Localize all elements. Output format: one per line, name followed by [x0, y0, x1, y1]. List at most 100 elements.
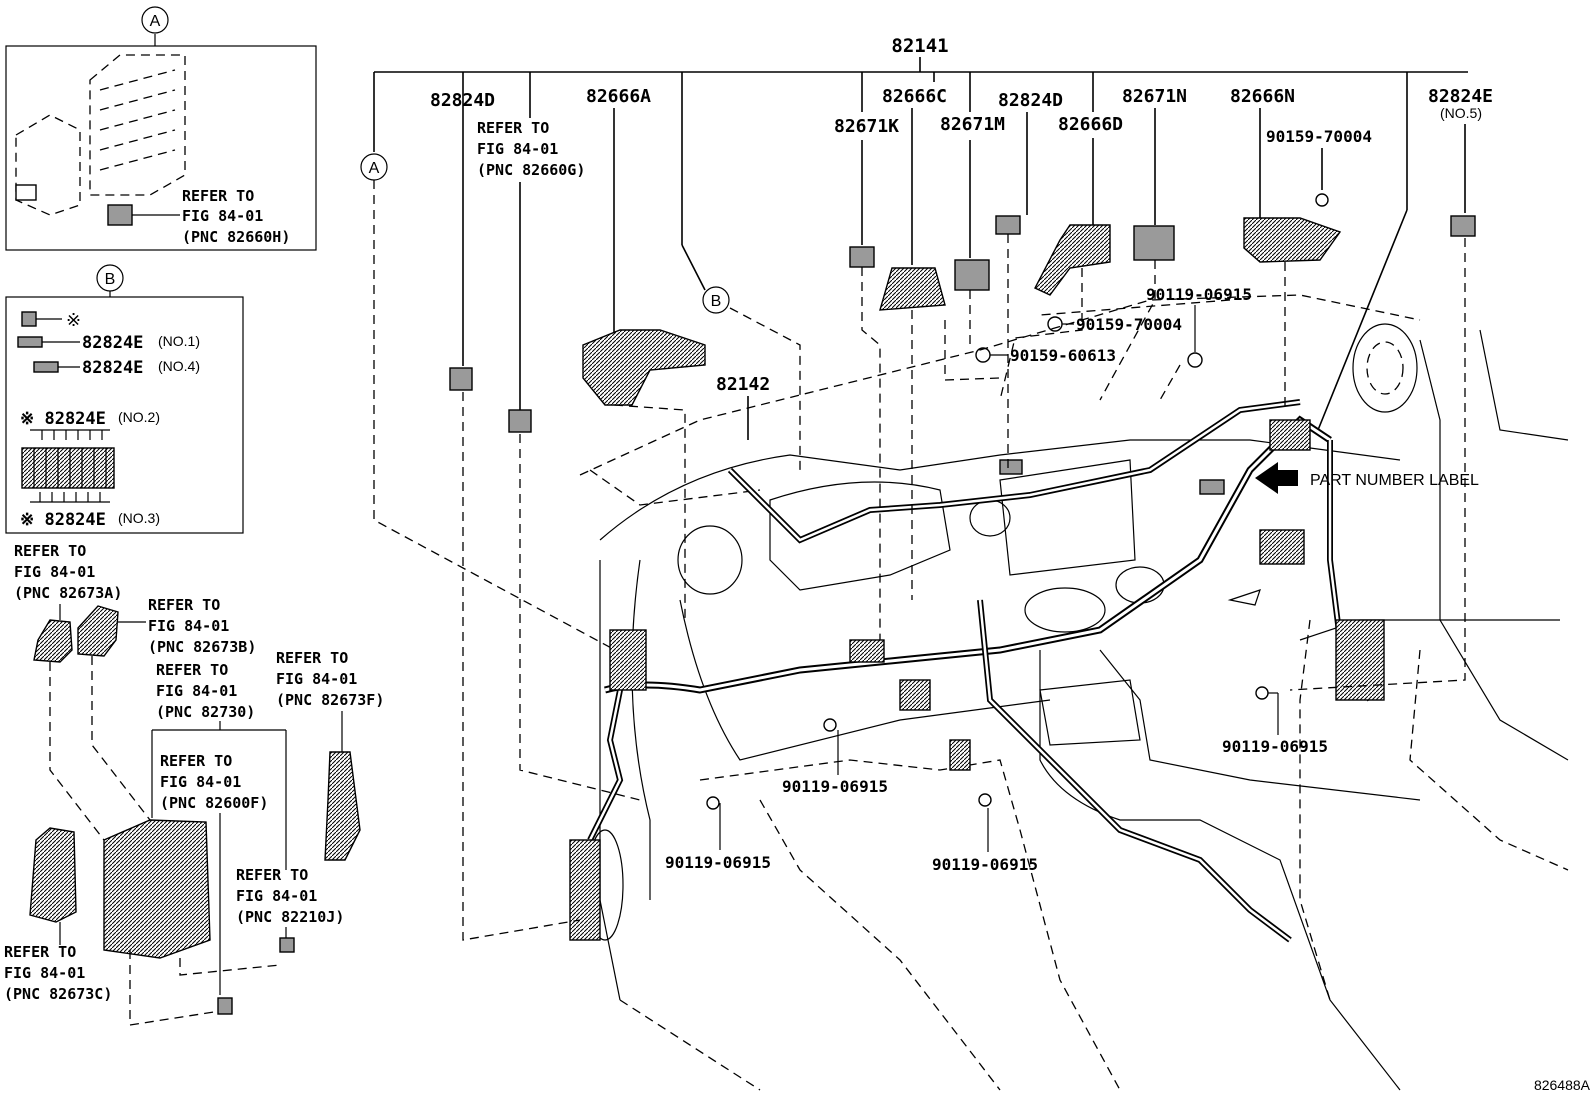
- connector-82671M: [954, 259, 990, 291]
- inset-b-no2-pn: ※ 82824E: [20, 409, 106, 429]
- callout-82666A: 82666A: [586, 86, 651, 107]
- connector-no4-icon: [33, 361, 59, 373]
- relay-82600F-small: [217, 997, 233, 1015]
- marker-a-label: A: [150, 13, 161, 30]
- refer-82730-l1: REFER TO: [156, 661, 228, 679]
- connector-82666A: [582, 329, 706, 406]
- callout-82666N: 82666N: [1230, 86, 1295, 107]
- callout-82666D: 82666D: [1058, 114, 1123, 135]
- marker-a-circle: [141, 6, 169, 34]
- bolt-90119-06915-top: [1187, 352, 1203, 368]
- arrow-left-icon: [1255, 462, 1298, 494]
- connector-82671N: [1133, 225, 1175, 261]
- relay-82210J: [279, 937, 295, 953]
- refer-82600F-l1: REFER TO: [160, 752, 232, 770]
- inset-b-no2-tag: (NO.2): [118, 409, 160, 425]
- marker-b-circle: [96, 264, 124, 292]
- refer-82600F-l2: FIG 84-01: [160, 773, 241, 791]
- refer-82660G-l1: REFER TO: [477, 119, 549, 137]
- dashed-leaders: [462, 234, 1466, 941]
- callout-82671K: 82671K: [834, 116, 899, 137]
- callout-90119-06915-center: 90119-06915: [782, 777, 888, 796]
- bolt-90159-60613: [975, 347, 991, 363]
- refer-82730-l2: FIG 84-01: [156, 682, 237, 700]
- connector-no1-icon: [17, 336, 43, 348]
- inset-a: A REFER TO FIG 84-01 (PNC 82660H): [5, 6, 317, 251]
- refer-82673F-l1: REFER TO: [276, 649, 348, 667]
- bolt-90159-70004: [1315, 193, 1329, 207]
- callout-82141: 82141: [891, 35, 948, 57]
- connector-82666D: [1034, 224, 1111, 296]
- inset-b-no1-tag: (NO.1): [158, 333, 200, 349]
- callout-82666C: 82666C: [882, 86, 947, 107]
- marker-b-label: B: [105, 271, 116, 288]
- refer-82673A-l1: REFER TO: [14, 542, 86, 560]
- refer-82660H-l3: (PNC 82660H): [182, 228, 290, 246]
- marker-b-ref-circle: [702, 286, 730, 314]
- refer-82673B-l3: (PNC 82673B): [148, 638, 256, 656]
- callout-90119-06915-bottom: 90119-06915: [932, 855, 1038, 874]
- connector-82666C: [879, 267, 946, 311]
- refer-82673C-l3: (PNC 82673C): [4, 985, 112, 1003]
- main-harness: [569, 399, 1385, 943]
- refer-82673A-l2: FIG 84-01: [14, 563, 95, 581]
- inset-b-no4-tag: (NO.4): [158, 358, 200, 374]
- bolt-90119-06915-c: [823, 718, 837, 732]
- connector-82660G: [508, 409, 532, 433]
- ecu-82600F: [103, 819, 211, 959]
- refer-82600F-l3: (PNC 82600F): [160, 794, 268, 812]
- callout-82824E-no5: (NO.5): [1440, 105, 1482, 121]
- refer-82673B-l2: FIG 84-01: [148, 617, 229, 635]
- callout-90159-70004-top: 90159-70004: [1266, 127, 1372, 146]
- part-number-label: PART NUMBER LABEL: [1310, 472, 1479, 489]
- refer-82660H-l1: REFER TO: [182, 187, 254, 205]
- callout-82671N: 82671N: [1122, 86, 1187, 107]
- refer-82660G-l2: FIG 84-01: [477, 140, 558, 158]
- inset-b-no1-pn: 82824E: [82, 333, 143, 353]
- bracket-82673F: [324, 751, 361, 861]
- figure-id: 826488A: [1534, 1077, 1591, 1093]
- refer-82673F-l2: FIG 84-01: [276, 670, 357, 688]
- callout-82824E: 82824E: [1428, 86, 1493, 107]
- callout-90119-06915-left: 90119-06915: [665, 853, 771, 872]
- inset-b-no3-tag: (NO.3): [118, 510, 160, 526]
- connector-bank: [21, 429, 115, 503]
- callout-82824D-left: 82824D: [430, 90, 495, 111]
- top-parts: [449, 193, 1476, 433]
- refer-82210J-l1: REFER TO: [236, 866, 308, 884]
- connector-82673A: [33, 619, 73, 663]
- marker-b-ref-label: B: [711, 293, 722, 310]
- callout-82824D-right: 82824D: [998, 90, 1063, 111]
- connector-icon: [21, 311, 37, 327]
- dashboard-outline: [579, 294, 1569, 1091]
- refer-82673C-l2: FIG 84-01: [4, 964, 85, 982]
- refer-82673C-l1: REFER TO: [4, 943, 76, 961]
- bolt-90119-06915-l: [706, 796, 720, 810]
- bolt-90159-70004-mid: [1047, 316, 1063, 332]
- callout-90159-60613: 90159-60613: [1010, 346, 1116, 365]
- bolt-90119-06915-r: [1255, 686, 1269, 700]
- refer-82660H-l2: FIG 84-01: [182, 207, 263, 225]
- inset-b-mark: ※: [66, 310, 81, 330]
- connector-82673C: [29, 827, 77, 923]
- refer-82673F-l3: (PNC 82673F): [276, 691, 384, 709]
- callout-90119-06915-right: 90119-06915: [1222, 737, 1328, 756]
- connector-82824D-left: [449, 367, 473, 391]
- refer-82673B-l1: REFER TO: [148, 596, 220, 614]
- refer-82210J-l3: (PNC 82210J): [236, 908, 344, 926]
- leader-tree-82141: 82141: [373, 35, 1468, 431]
- connector-82671K: [849, 246, 875, 268]
- refer-82660G-l3: (PNC 82660G): [477, 161, 585, 179]
- connector-82824E-no5: [1450, 215, 1476, 237]
- inset-b-no4-pn: 82824E: [82, 358, 143, 378]
- connector-82673B: [77, 605, 119, 657]
- inset-b: B ※ 82824E (NO.1) 82824E (NO.4) ※ 82824E…: [5, 264, 244, 534]
- connector-82666N: [1243, 217, 1342, 263]
- callout-82671M: 82671M: [940, 114, 1005, 135]
- lower-left-parts: REFER TO FIG 84-01 (PNC 82673A) REFER TO…: [4, 542, 384, 1026]
- refer-82730-l3: (PNC 82730): [156, 703, 255, 721]
- junction-block-drawing: [15, 54, 186, 226]
- bolt-90119-06915-b: [978, 793, 992, 807]
- refer-82673A-l3: (PNC 82673A): [14, 584, 122, 602]
